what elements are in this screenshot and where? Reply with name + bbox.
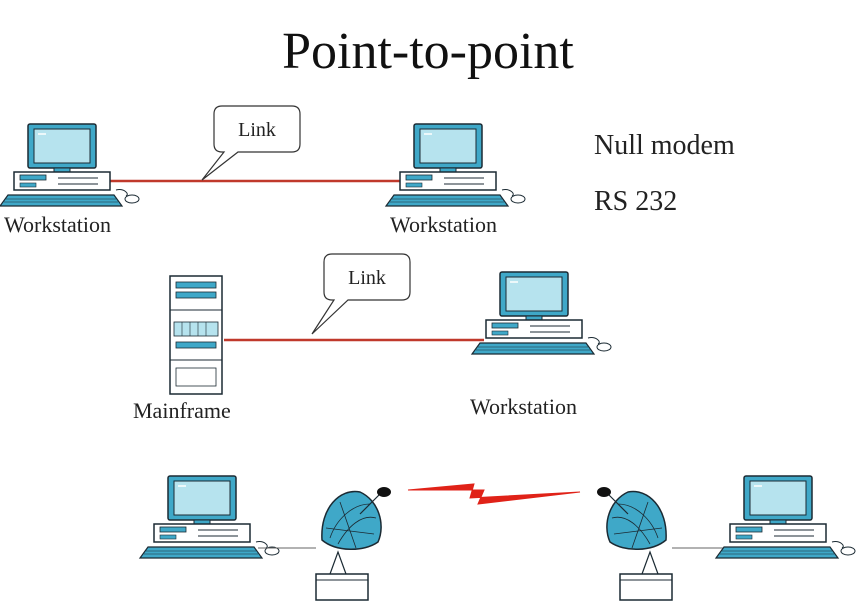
link-callout: Link [311, 253, 411, 335]
workstation-icon [0, 123, 140, 207]
note-null-modem: Null modem [594, 130, 735, 161]
mainframe-icon [169, 275, 223, 395]
node-label-workstation: Workstation [390, 212, 497, 237]
lightning-bolt-icon [407, 483, 581, 505]
link-label: Link [348, 267, 386, 289]
node-label-workstation: Workstation [4, 212, 111, 237]
workstation-icon [715, 475, 856, 559]
link-callout: Link [201, 105, 301, 181]
note-rs232: RS 232 [594, 186, 678, 217]
link-label: Link [238, 119, 276, 141]
satellite-dish-icon [315, 486, 392, 601]
node-label-workstation: Workstation [470, 394, 577, 419]
node-label-mainframe: Mainframe [133, 398, 231, 423]
satellite-dish-icon [596, 486, 673, 601]
diagram-title: Point-to-point [282, 23, 574, 80]
workstation-icon [385, 123, 526, 207]
workstation-icon [471, 271, 612, 355]
workstation-icon [139, 475, 280, 559]
